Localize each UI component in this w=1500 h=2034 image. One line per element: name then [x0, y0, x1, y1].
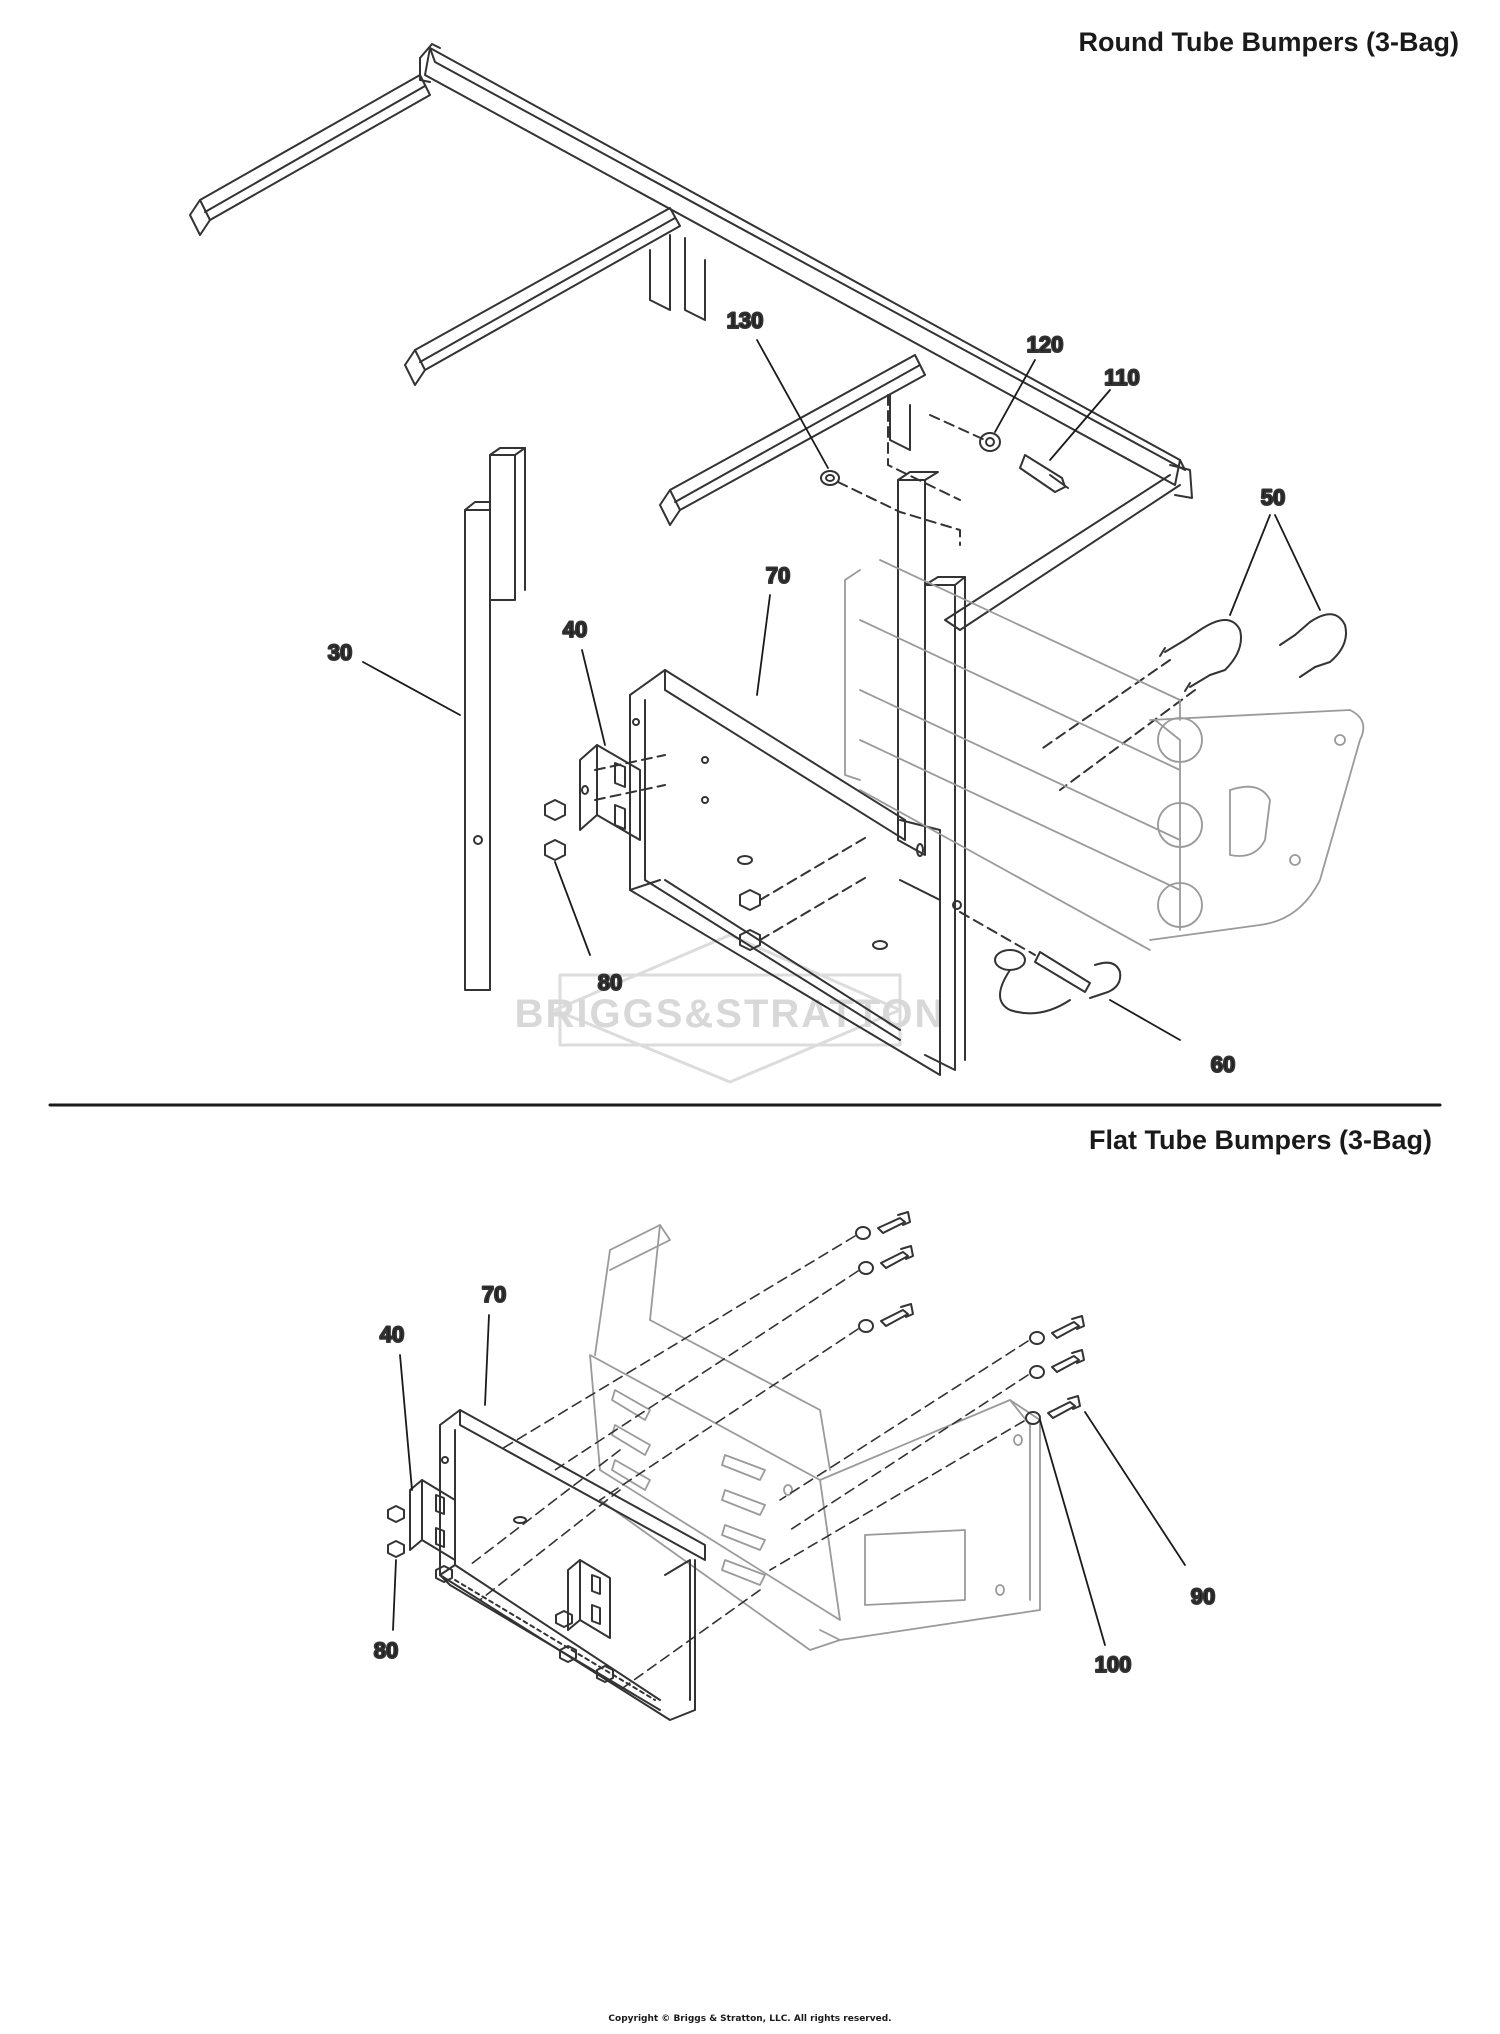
- section-title-round-tube: Round Tube Bumpers (3-Bag): [1078, 27, 1460, 57]
- part-80-nuts-flat: [387, 1505, 614, 1683]
- callout-70-round: 70: [766, 563, 790, 588]
- leader-lines-flat: [392, 1314, 1186, 1646]
- part-70-mount-round: [629, 471, 966, 1076]
- callout-80-round: 80: [598, 970, 622, 995]
- part-60-hitch-pin: [959, 911, 1122, 1015]
- callout-100: 100: [1095, 1652, 1132, 1677]
- callout-30: 30: [328, 640, 352, 665]
- bag-frame: [189, 43, 1193, 631]
- callout-80-flat: 80: [374, 1638, 398, 1663]
- callout-70-flat: 70: [482, 1282, 506, 1307]
- copyright-notice: Copyright © Briggs & Stratton, LLC. All …: [608, 2014, 892, 2024]
- callout-90: 90: [1191, 1584, 1215, 1609]
- part-50-u-bolts: [1039, 613, 1347, 791]
- part-30-tubes: [464, 447, 526, 991]
- part-80-nuts-round: [544, 799, 871, 951]
- callout-120: 120: [1027, 332, 1064, 357]
- flat-tube-bumper: [589, 1224, 1041, 1651]
- hardware-130-120-110: [820, 394, 1069, 546]
- watermark-text: BRIGGS&STRATTON: [515, 992, 946, 1036]
- watermark-logo: BRIGGS&STRATTON: [515, 933, 946, 1084]
- section-title-flat-tube: Flat Tube Bumpers (3-Bag): [1088, 1125, 1432, 1155]
- round-tube-bumper: [844, 559, 1365, 951]
- leader-lines-round: [362, 339, 1321, 1041]
- callout-40-round: 40: [563, 617, 587, 642]
- callout-110: 110: [1104, 365, 1140, 390]
- part-40-bracket-flat: [409, 1479, 611, 1639]
- part-40-bracket-round: [579, 744, 666, 841]
- callout-130: 130: [727, 308, 764, 333]
- alignment-lines-flat: [469, 1235, 1029, 1691]
- callout-40-flat: 40: [380, 1322, 404, 1347]
- callout-50: 50: [1261, 485, 1285, 510]
- part-70-mount-flat: [439, 1409, 706, 1721]
- callout-60: 60: [1211, 1052, 1235, 1077]
- part-90-100-bolts-washers: [855, 1211, 1085, 1425]
